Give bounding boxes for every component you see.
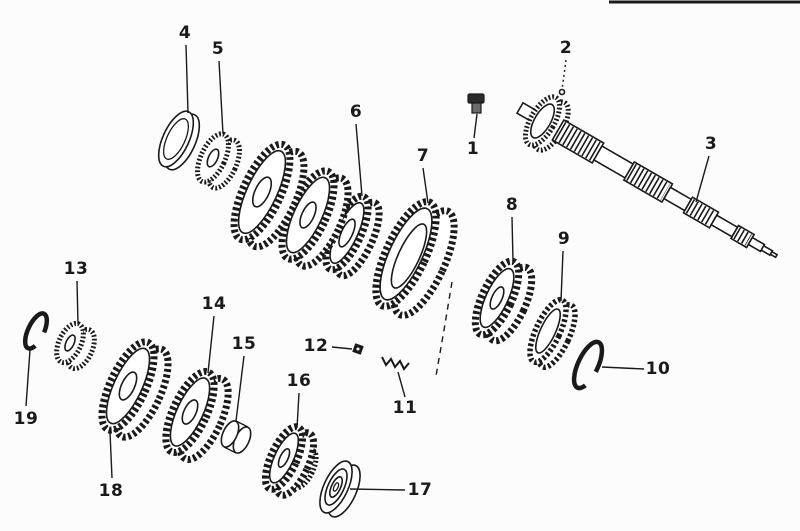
callout-14-label: 14	[201, 294, 227, 314]
leader-line-4	[185, 44, 189, 114]
callout-7-label: 7	[416, 146, 430, 166]
leader-line-7	[422, 167, 429, 204]
callout-12-label: 12	[303, 336, 329, 356]
synchro-ring-9-drawing	[527, 297, 578, 370]
leader-line-8	[511, 216, 514, 263]
leader-line-13	[76, 280, 79, 325]
spacer-collar-15-drawing	[220, 420, 252, 454]
gear-8-drawing	[471, 257, 536, 345]
leader-line-12	[331, 346, 353, 350]
bearing-17-drawing	[319, 460, 361, 518]
callout-18-label: 18	[98, 481, 124, 501]
leader-line-10	[601, 366, 645, 370]
detent-key-12-drawing	[352, 343, 364, 355]
gear-cluster-front-drawing	[230, 140, 308, 251]
leader-line-6	[355, 123, 363, 197]
snap-ring-10-drawing	[571, 339, 605, 391]
gear-18-drawing	[98, 338, 172, 441]
leader-line-1	[473, 113, 478, 139]
assembly-dashed-line	[435, 281, 453, 377]
plug-bolt-drawing	[467, 93, 485, 114]
callout-2-label: 2	[559, 38, 573, 58]
leader-line-19	[25, 349, 31, 407]
leader-line-9	[560, 250, 564, 302]
leader-line-17	[349, 488, 406, 491]
callout-17-label: 17	[407, 480, 433, 500]
callout-3-label: 3	[704, 134, 718, 154]
callout-8-label: 8	[505, 195, 519, 215]
leader-line-2	[561, 59, 567, 91]
leader-line-3	[695, 155, 710, 203]
leader-line-15	[235, 355, 245, 422]
gear-14-drawing	[162, 367, 232, 464]
snap-ring-19-drawing	[22, 311, 50, 351]
leader-line-16	[296, 392, 300, 429]
leader-line-5	[218, 60, 224, 135]
callout-10-label: 10	[645, 359, 671, 379]
spring-11-drawing	[381, 356, 410, 371]
leader-line-11	[397, 371, 406, 398]
leader-line-14	[207, 315, 215, 374]
output-shaft-drawing	[515, 94, 779, 259]
splined-gear-5-drawing	[195, 131, 242, 191]
bearing-race-4-drawing	[157, 110, 201, 171]
callout-6-label: 6	[349, 102, 363, 122]
callout-5-label: 5	[211, 39, 225, 59]
callout-11-label: 11	[392, 398, 418, 418]
detent-ball-drawing	[558, 88, 566, 96]
callout-19-label: 19	[13, 409, 39, 429]
leader-lines	[25, 44, 710, 491]
splined-hub-13-drawing	[54, 320, 97, 372]
callout-1-label: 1	[466, 139, 480, 159]
callout-4-label: 4	[178, 23, 192, 43]
callout-15-label: 15	[231, 334, 257, 354]
synchro-sleeve-7-drawing	[372, 198, 458, 319]
leader-line-18	[109, 431, 113, 479]
callout-13-label: 13	[63, 259, 89, 279]
callout-9-label: 9	[557, 229, 571, 249]
synchro-hub-6-drawing	[322, 192, 383, 280]
gear-16-drawing	[261, 423, 319, 499]
callout-16-label: 16	[286, 371, 312, 391]
